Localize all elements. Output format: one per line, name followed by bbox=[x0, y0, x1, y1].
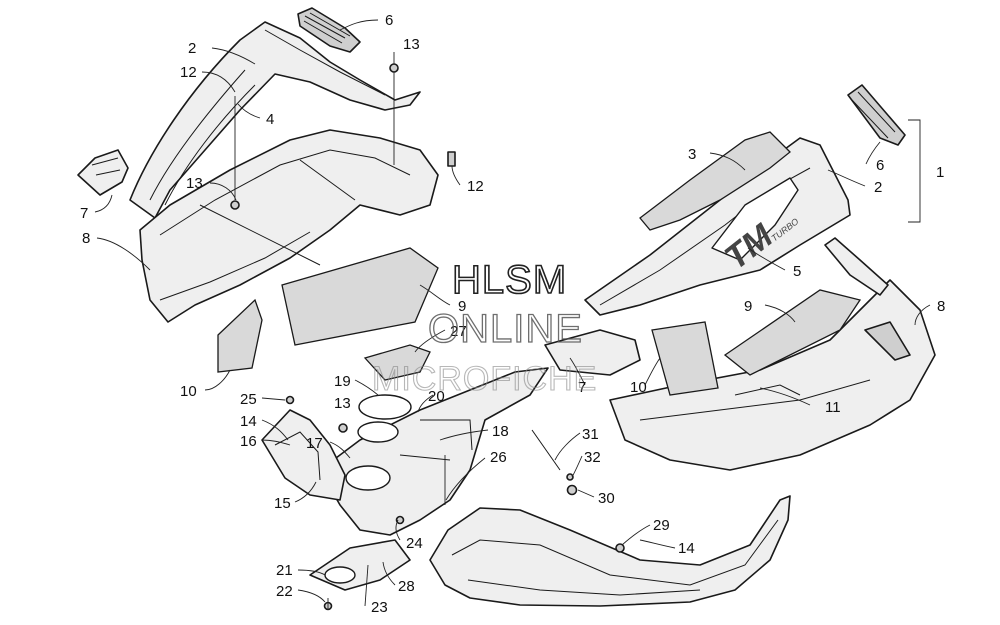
vent-grille-right-part bbox=[847, 84, 906, 146]
callout-labels: 6 13 2 12 4 12 13 7 8 9 10 3 6 1 2 5 9 8… bbox=[80, 12, 945, 616]
callout-13: 13 bbox=[334, 395, 351, 412]
callout-21: 21 bbox=[276, 562, 293, 579]
callout-28: 28 bbox=[398, 578, 415, 595]
callout-22: 22 bbox=[276, 583, 293, 600]
callout-23: 23 bbox=[371, 599, 388, 616]
callout-12: 12 bbox=[180, 64, 197, 81]
callout-19: 19 bbox=[334, 373, 351, 390]
callout-7: 7 bbox=[578, 379, 586, 396]
intake-duct-part bbox=[363, 344, 431, 381]
callout-15: 15 bbox=[274, 495, 291, 512]
callout-1: 1 bbox=[936, 164, 944, 181]
callout-10: 10 bbox=[630, 379, 647, 396]
callout-4: 4 bbox=[266, 111, 274, 128]
left-pod-part bbox=[77, 149, 129, 196]
callout-3: 3 bbox=[688, 146, 696, 163]
callout-24: 24 bbox=[406, 535, 423, 552]
center-bracket-part bbox=[544, 329, 641, 376]
callout-16: 16 bbox=[240, 433, 257, 450]
callout-26: 26 bbox=[490, 449, 507, 466]
callout-2: 2 bbox=[874, 179, 882, 196]
left-lower-pad-part bbox=[217, 298, 263, 373]
callout-14: 14 bbox=[678, 540, 695, 557]
callout-6: 6 bbox=[876, 157, 884, 174]
left-insulation-pad-part bbox=[281, 247, 439, 346]
left-bottom-pan-part bbox=[139, 129, 439, 323]
watermark-line-2: ONLINE bbox=[428, 307, 583, 351]
watermark-line-3: MICROFICHE bbox=[372, 360, 597, 398]
callout-29: 29 bbox=[653, 517, 670, 534]
callout-14: 14 bbox=[240, 413, 257, 430]
right-upper-decal-part bbox=[639, 131, 791, 231]
leader-lines bbox=[94, 19, 931, 610]
callout-12: 12 bbox=[467, 178, 484, 195]
callout-18: 18 bbox=[492, 423, 509, 440]
callout-30: 30 bbox=[598, 490, 615, 507]
right-skid-plate-part bbox=[429, 495, 791, 607]
callout-31: 31 bbox=[582, 426, 599, 443]
vent-grille-left-part bbox=[297, 7, 361, 53]
left-side-panel-part bbox=[129, 21, 421, 219]
lower-duct-part bbox=[309, 539, 411, 591]
callout-13: 13 bbox=[403, 36, 420, 53]
callout-2: 2 bbox=[188, 40, 196, 57]
callout-10: 10 bbox=[180, 383, 197, 400]
right-lower-pad-part bbox=[651, 321, 719, 396]
right-bottom-pan-part bbox=[609, 237, 936, 471]
callout-8: 8 bbox=[937, 298, 945, 315]
center-tunnel-part bbox=[319, 367, 549, 536]
watermark: HLSM ONLINE MICROFICHE bbox=[371, 257, 597, 398]
callout-9: 9 bbox=[458, 298, 466, 315]
callout-9: 9 bbox=[744, 298, 752, 315]
callout-25: 25 bbox=[240, 391, 257, 408]
callout-13: 13 bbox=[186, 175, 203, 192]
callout-7: 7 bbox=[80, 205, 88, 222]
callout-6: 6 bbox=[385, 12, 393, 29]
fasteners bbox=[230, 63, 625, 611]
callout-20: 20 bbox=[428, 388, 445, 405]
callout-11: 11 bbox=[825, 399, 841, 416]
callout-17: 17 bbox=[306, 435, 323, 452]
callout-32: 32 bbox=[584, 449, 601, 466]
callout-27: 27 bbox=[450, 323, 467, 340]
watermark-line-1: HLSM bbox=[452, 258, 567, 302]
callout-5: 5 bbox=[793, 263, 801, 280]
left-air-box-part bbox=[261, 409, 346, 501]
callout-8: 8 bbox=[82, 230, 90, 247]
